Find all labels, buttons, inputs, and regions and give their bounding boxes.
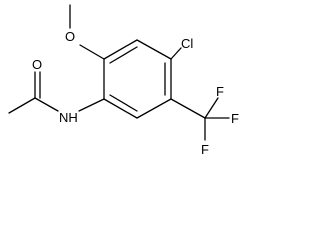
atom-label-methoxy-oxygen: O [65, 29, 75, 44]
ring-bond-c2-c3-inner [109, 46, 138, 64]
ring-bond-c5-c6 [136, 98, 172, 119]
bond-ring-methoxy-oxygen [79, 44, 105, 60]
bond-carbonyl-nitrogen [34, 97, 59, 112]
atom-label-fluorine-bottom: F [201, 142, 209, 157]
atom-label-amide-nitrogen: NH [59, 110, 78, 125]
ring-bond-c6-c1 [103, 98, 138, 119]
atom-label-chlorine: Cl [181, 36, 193, 51]
ring-bond-c6-c1-inner [109, 94, 138, 112]
atom-label-carbonyl-oxygen: O [32, 57, 42, 72]
bond-nitrogen-ring [78, 98, 105, 112]
atom-label-fluorine-right: F [231, 111, 239, 126]
bond-methyl-carbonyl [8, 97, 36, 114]
chemical-structure-diagram: O NH O Cl F F F [8, 4, 239, 157]
ring-bond-c2-c3 [103, 39, 138, 60]
ring-bond-c3-c4 [136, 39, 172, 60]
atom-label-fluorine-top: F [216, 84, 224, 99]
bond-ring-cf3 [170, 98, 206, 119]
bond-ring-chlorine [170, 47, 182, 60]
bond-cf3-fluorine-top [204, 97, 219, 119]
